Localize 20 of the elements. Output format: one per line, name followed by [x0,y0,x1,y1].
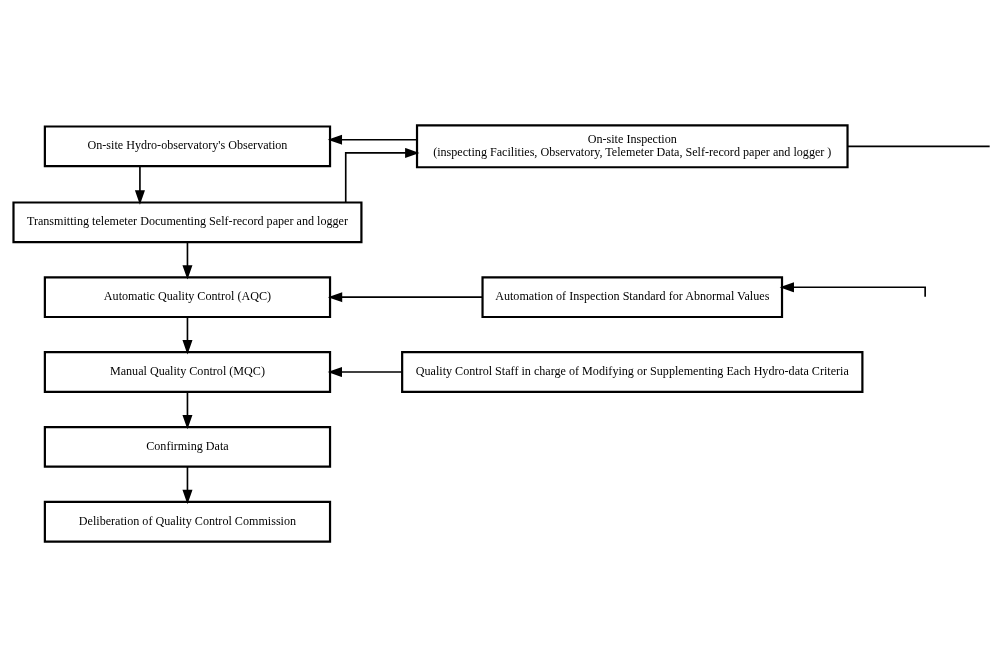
node-box: Quality Control Staff in charge of Modifying or Supplementing Each Hydro-data Criteria [401,350,864,393]
arrow [182,315,193,354]
node-box: Automatic Quality Control (AQC) [43,275,332,318]
node-box: Automation of Inspection Standard for Abnormal Values [481,275,784,318]
node-box: On-site Inspection (inspecting Facilities, Observatory, Telemeter Data, Self-record paper and logger ) [415,123,849,168]
connector [846,145,991,147]
arrow [182,465,193,504]
arrow [344,147,420,203]
arrow [182,390,193,429]
arrow [327,134,418,145]
node-box: Confirming Data [43,425,332,468]
node-box: Deliberation of Quality Control Commission [43,500,332,543]
arrow [327,291,484,302]
node-box: Manual Quality Control (MQC) [43,350,332,393]
arrow [327,366,403,377]
arrow [779,281,926,298]
arrow [182,241,193,280]
node-box: On-site Hydro-observatory's Observation [43,124,332,167]
arrow [134,164,145,205]
node-box: Transmitting telemeter Documenting Self-record paper and logger [12,200,363,243]
